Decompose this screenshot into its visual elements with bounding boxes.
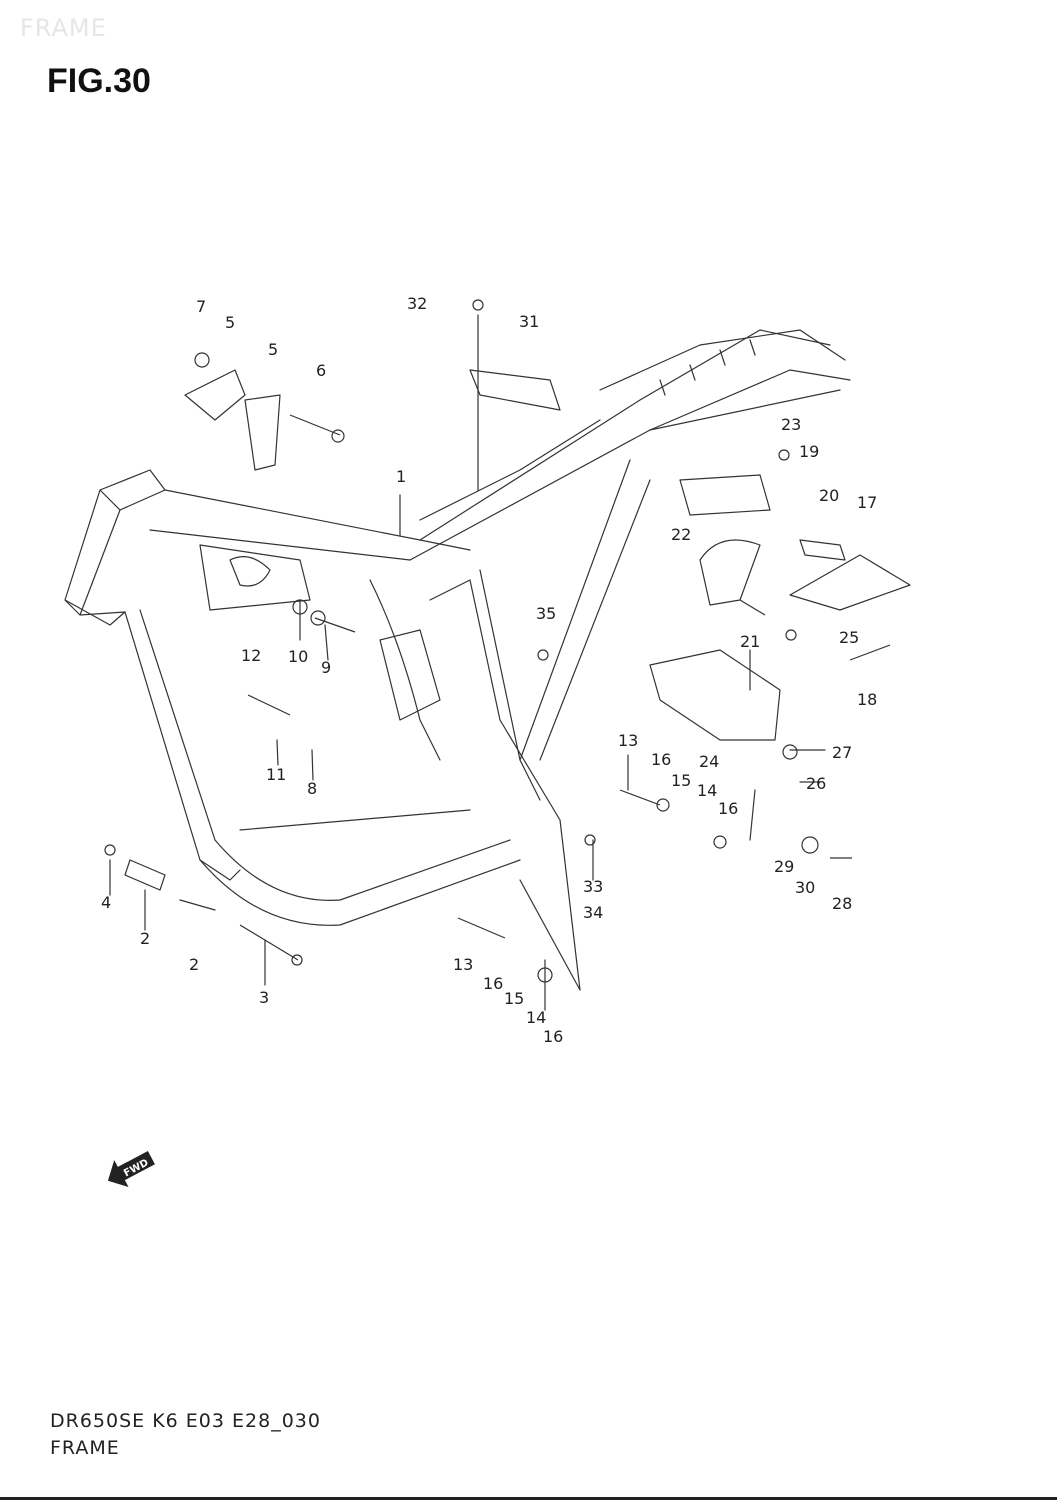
callout-number: 13 — [618, 731, 638, 750]
callout-number: 21 — [740, 632, 760, 651]
callout-number: 14 — [526, 1008, 546, 1027]
callout-number: 17 — [857, 493, 877, 512]
diagram-name: FRAME — [50, 1437, 120, 1459]
callout-number: 27 — [832, 743, 852, 762]
callout-number: 5 — [268, 340, 278, 359]
callout-number: 2 — [140, 929, 150, 948]
callout-number: 31 — [519, 312, 539, 331]
callout-number: 30 — [795, 878, 815, 897]
callout-number: 26 — [806, 774, 826, 793]
callout-number: 18 — [857, 690, 877, 709]
callout-number: 19 — [799, 442, 819, 461]
callout-number: 16 — [651, 750, 671, 769]
callout-number: 8 — [307, 779, 317, 798]
callout-number: 2 — [189, 955, 199, 974]
callout-number: 32 — [407, 294, 427, 313]
callout-number: 29 — [774, 857, 794, 876]
fasteners — [104, 299, 891, 983]
diagram-code: DR650SE K6 E03 E28_030 — [50, 1410, 321, 1432]
callout-number: 33 — [583, 877, 603, 896]
callout-number: 7 — [196, 297, 206, 316]
callout-number: 23 — [781, 415, 801, 434]
callout-number: 9 — [321, 658, 331, 677]
callout-number: 5 — [225, 313, 235, 332]
callout-numbers: 7 5 5 6 32 31 1 23 19 20 17 22 12 10 9 3… — [101, 294, 877, 1046]
callout-number: 15 — [671, 771, 691, 790]
callout-number: 14 — [697, 781, 717, 800]
callout-number: 34 — [583, 903, 603, 922]
callout-number: 24 — [699, 752, 719, 771]
callout-number: 20 — [819, 486, 839, 505]
callout-number: 16 — [718, 799, 738, 818]
callout-number: 3 — [259, 988, 269, 1007]
callout-number: 12 — [241, 646, 261, 665]
page-bottom-border — [0, 1497, 1057, 1500]
frame-drawing — [64, 314, 911, 1011]
fwd-arrow-icon: FWD — [107, 1150, 155, 1187]
callout-number: 16 — [543, 1027, 563, 1046]
callout-number: 35 — [536, 604, 556, 623]
watermark: FRAME — [20, 14, 107, 42]
callout-number: 1 — [396, 467, 406, 486]
callout-number: 13 — [453, 955, 473, 974]
figure-title: FIG.30 — [47, 62, 151, 100]
callout-number: 11 — [266, 765, 286, 784]
callout-number: 28 — [832, 894, 852, 913]
callout-number: 10 — [288, 647, 308, 666]
callout-number: 4 — [101, 893, 111, 912]
callout-number: 15 — [504, 989, 524, 1008]
callout-number: 16 — [483, 974, 503, 993]
callout-number: 22 — [671, 525, 691, 544]
callout-number: 6 — [316, 361, 326, 380]
callout-number: 25 — [839, 628, 859, 647]
